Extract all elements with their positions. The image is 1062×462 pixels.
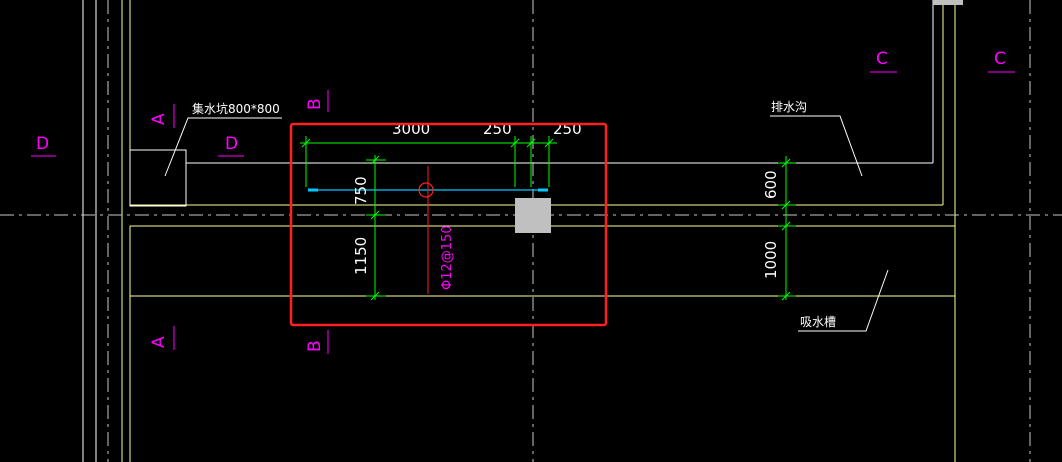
section-mark-c-left: C <box>870 49 897 73</box>
dim-right-tick-1 <box>781 158 791 168</box>
section-mark-b-top: B <box>305 90 329 112</box>
dim-top-tick-3 <box>526 138 536 148</box>
section-letter-a-top: A <box>149 113 169 125</box>
suction-trough-leader-line <box>798 269 889 332</box>
drain-ditch-label: 排水沟 <box>771 100 807 114</box>
section-letter-c-right: C <box>994 49 1006 69</box>
section-mark-a-bottom: A <box>149 326 175 350</box>
section-mark-d-inner: D <box>218 134 244 157</box>
dim-250-label-a: 250 <box>483 120 512 138</box>
highlight-box[interactable] <box>289 122 608 327</box>
rebar-detail: Φ12@150 <box>308 166 551 294</box>
edge-block-fragment <box>933 0 963 5</box>
rebar-circle-marker <box>418 182 434 198</box>
sump-leader-line <box>164 117 282 177</box>
section-mark-d-left: D <box>31 134 56 157</box>
dim-250-label-b: 250 <box>553 120 582 138</box>
sump-pit-outline <box>129 149 187 207</box>
section-letter-b-top: B <box>305 98 325 110</box>
leader-callouts <box>164 115 889 332</box>
section-letter-d-left: D <box>36 134 49 154</box>
drain-ditch-leader-line <box>770 115 863 177</box>
suction-trough-label: 吸水槽 <box>800 315 836 329</box>
dim-top-tick-4 <box>544 138 554 148</box>
dim-right-tick-2 <box>781 200 791 210</box>
sump-pit-label: 集水坑800*800 <box>192 101 280 116</box>
dim-3000-label: 3000 <box>392 120 430 138</box>
dim-top-tick-1 <box>301 138 311 148</box>
section-mark-b-bottom: B <box>305 330 329 354</box>
dim-left-tick-3 <box>370 291 380 301</box>
rebar-spec-label: Φ12@150 <box>440 225 455 290</box>
dim-left-tick-2 <box>370 210 380 220</box>
section-mark-a-top: A <box>149 104 175 128</box>
dim-left-tick-1 <box>370 155 380 165</box>
dim-top-tick-2 <box>510 138 520 148</box>
section-letter-c-left: C <box>876 49 888 69</box>
gray-column-block <box>515 198 551 233</box>
dim-750-label: 750 <box>352 176 370 205</box>
section-markers: D D A A B B C C <box>31 49 1015 354</box>
section-letter-a-bottom: A <box>149 336 169 348</box>
section-letter-b-bottom: B <box>305 340 325 352</box>
dim-right-tick-3 <box>781 221 791 231</box>
outline-lines <box>82 0 934 462</box>
dim-right-tick-4 <box>781 291 791 301</box>
dimension-lines <box>300 136 796 301</box>
section-letter-d-inner: D <box>225 134 238 154</box>
dim-1000-label: 1000 <box>762 241 780 279</box>
section-mark-c-right: C <box>988 49 1015 73</box>
dim-600-label: 600 <box>762 170 780 199</box>
dim-1150-label: 1150 <box>352 237 370 275</box>
